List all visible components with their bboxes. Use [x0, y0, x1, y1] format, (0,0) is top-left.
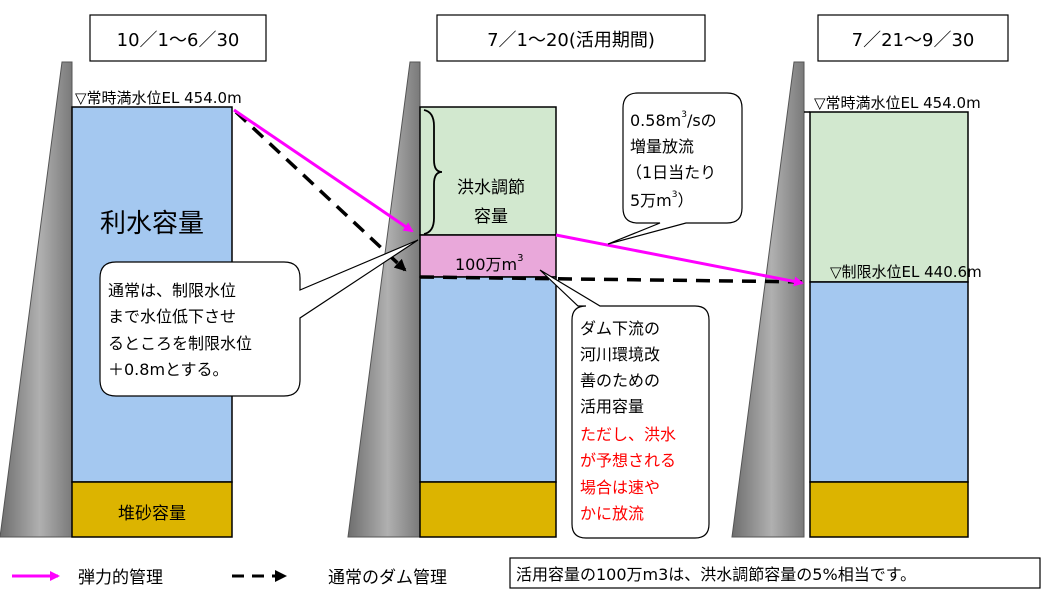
sediment-capacity-right — [809, 481, 969, 538]
period-box-3: 7／21～9／30 — [817, 14, 1009, 62]
flood-control-label-1: 洪水調節 — [457, 178, 525, 198]
callout-left-line-1: 通常は、制限水位 — [108, 281, 236, 300]
callout-middle-line-1: ダム下流の — [580, 319, 660, 338]
callout-right-top: 0.58m3/sの 増量放流 （1日当たり 5万m3） — [607, 92, 743, 245]
flood-control-capacity-right — [809, 111, 969, 283]
callout-middle-red-line-3: 場合は速や — [580, 478, 660, 497]
period-label-2: 7／1～20(活用期間) — [487, 30, 655, 51]
period-label-1: 10／1～6／30 — [117, 30, 240, 51]
period-box-2: 7／1～20(活用期間) — [436, 14, 706, 62]
sediment-label-left: 堆砂容量 — [118, 504, 186, 524]
utilization-amount-label: 100万m3 — [455, 253, 524, 274]
dam-left: 利水容量 堆砂容量 ▽常時満水位EL 454.0m — [0, 61, 242, 538]
sediment-capacity-middle — [419, 481, 557, 538]
period-label-3: 7／21～9／30 — [852, 30, 975, 51]
callout-left-line-2: まで水位低下させ — [108, 307, 236, 326]
flood-control-capacity-middle — [419, 106, 557, 236]
dam-body-right — [731, 61, 805, 538]
legend: 弾力的管理 通常のダム管理 — [12, 568, 447, 588]
callout-middle-line-2: 河川環境改 — [580, 345, 660, 364]
callout-right-top-line-3: （1日当たり — [626, 163, 716, 182]
normal-management-arrow — [234, 110, 407, 272]
dam-middle: 洪水調節 容量 100万m3 — [347, 61, 557, 538]
callout-middle-line-4: 活用容量 — [580, 397, 644, 416]
callout-left: 通常は、制限水位 まで水位低下させ るところを制限水位 ＋0.8mとする。 — [99, 239, 419, 397]
callout-left-balloon — [99, 239, 419, 397]
callout-middle-line-3: 善のための — [580, 371, 660, 390]
note-box: 活用容量の100万m3は、洪水調節容量の5%相当です。 — [509, 557, 1041, 589]
callout-middle: ダム下流の 河川環境改 善のための 活用容量 ただし、洪水 が予想される 場合は… — [539, 269, 710, 539]
water-use-capacity-middle — [419, 276, 557, 483]
callout-middle-red-line-2: が予想される — [580, 451, 676, 470]
water-use-label: 利水容量 — [100, 209, 204, 239]
callout-right-top-line-2: 増量放流 — [630, 137, 694, 156]
full-water-level-left: ▽常時満水位EL 454.0m — [75, 89, 242, 107]
callout-middle-red-line-4: かに放流 — [580, 504, 644, 523]
flood-control-label-2: 容量 — [474, 207, 508, 227]
callout-left-line-4: ＋0.8mとする。 — [108, 360, 229, 379]
callout-right-top-line-1: 0.58m3/sの — [630, 110, 717, 130]
legend-elastic-label: 弾力的管理 — [78, 568, 163, 588]
limit-water-level-right: ▽制限水位EL 440.6m — [830, 263, 982, 281]
dam-body-left — [0, 61, 73, 538]
flood-capacity-brace — [423, 109, 443, 235]
dam-body-middle — [347, 61, 421, 538]
callout-middle-balloon — [539, 269, 710, 539]
callout-right-top-line-4: 5万m3） — [630, 190, 694, 210]
elastic-management-arrow-2 — [555, 233, 804, 287]
callout-right-top-balloon — [607, 92, 743, 245]
water-use-capacity-right — [809, 281, 969, 483]
dam-right: ▽常時満水位EL 454.0m ▽制限水位EL 440.6m — [731, 61, 982, 538]
period-box-1: 10／1～6／30 — [89, 14, 267, 62]
full-water-level-right: ▽常時満水位EL 454.0m — [814, 94, 981, 112]
sediment-capacity-left — [71, 481, 233, 538]
legend-normal-label: 通常のダム管理 — [328, 568, 447, 588]
utilization-capacity-middle — [419, 234, 557, 278]
note-text: 活用容量の100万m3は、洪水調節容量の5%相当です。 — [516, 565, 916, 584]
elastic-management-arrow-1 — [233, 108, 414, 233]
callout-middle-red-line-1: ただし、洪水 — [580, 425, 676, 444]
normal-management-level-line — [419, 275, 811, 284]
callout-left-line-3: るところを制限水位 — [108, 334, 252, 353]
